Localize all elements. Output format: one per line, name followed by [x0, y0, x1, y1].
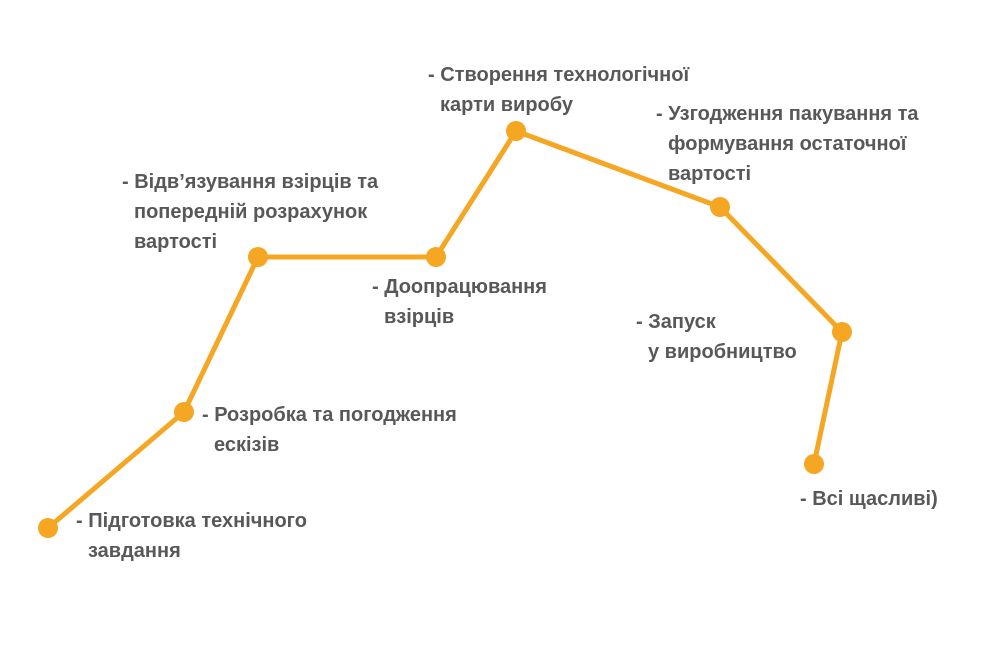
step-label-sketches: - Розробка та погодження ескізів [202, 400, 457, 460]
step-label-line: - Створення технологічної [428, 64, 690, 86]
step-label-line: попередній розрахунок [134, 201, 368, 223]
step-label-line: вартості [668, 163, 752, 185]
step-label-line: - Розробка та погодження [202, 404, 457, 426]
step-label-samples-and-estimate: - Відв’язування взірців та попередній ро… [122, 167, 378, 257]
step-label-sample-refinement: - Доопрацювання взірців [372, 272, 547, 332]
milestone-dot-1 [38, 518, 58, 538]
step-label-tech-card: - Створення технологічної карти виробу [428, 60, 689, 120]
process-path-line [45, 128, 845, 531]
step-label-line: вартості [134, 231, 218, 253]
step-label-line: карти виробу [440, 94, 573, 116]
step-label-line: взірців [384, 306, 455, 328]
step-label-line: у виробництво [648, 341, 797, 363]
step-label-technical-task: - Підготовка технічного завдання [76, 506, 307, 566]
milestone-dot-6 [710, 197, 730, 217]
step-label-line: - Доопрацювання [372, 276, 547, 298]
step-label-line: - Запуск [636, 311, 716, 333]
milestone-dot-4 [426, 247, 446, 267]
step-label-everyone-happy: - Всі щасливі) [800, 484, 938, 514]
step-label-production-launch: - Запуск у виробництво [636, 307, 797, 367]
step-label-packaging-final-cost: - Узгодження пакування та формування ост… [656, 99, 919, 189]
milestone-dot-2 [174, 402, 194, 422]
milestone-dot-7 [832, 322, 852, 342]
milestone-dot-8 [804, 454, 824, 474]
step-label-line: - Всі щасливі) [800, 488, 938, 510]
step-label-line: завдання [88, 540, 181, 562]
step-label-line: ескізів [214, 434, 280, 456]
milestone-dots [38, 121, 852, 538]
step-label-line: формування остаточної [668, 133, 907, 155]
step-label-line: - Відв’язування взірців та [122, 171, 379, 193]
milestone-dot-3 [248, 247, 268, 267]
step-label-line: - Узгодження пакування та [656, 103, 919, 125]
milestone-dot-5 [506, 121, 526, 141]
step-label-line: - Підготовка технічного [76, 510, 307, 532]
